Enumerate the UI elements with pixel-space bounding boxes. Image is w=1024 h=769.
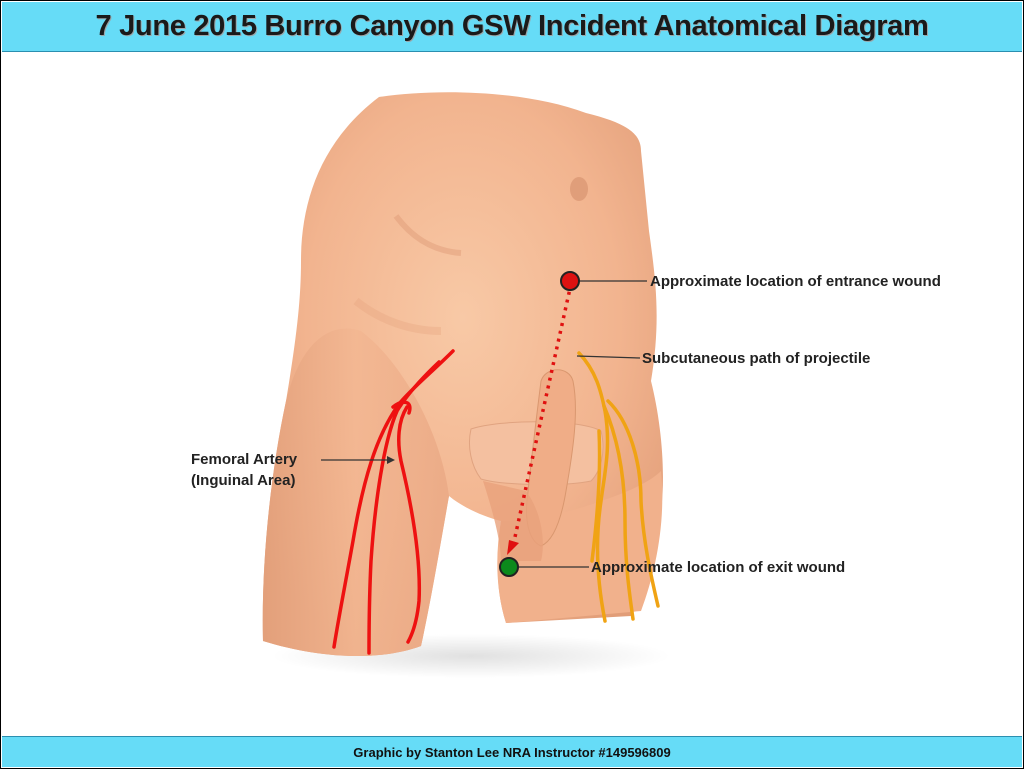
femoral-artery-label: Femoral Artery (Inguinal Area): [191, 449, 297, 491]
femoral-artery-lines: [332, 349, 455, 655]
title-banner: 7 June 2015 Burro Canyon GSW Incident An…: [2, 2, 1022, 52]
anatomical-figure: [262, 92, 671, 678]
green-dot-icon: [499, 557, 519, 577]
mannequin-body: [262, 92, 671, 678]
red-dot-icon: [560, 271, 580, 291]
vein-lines: [577, 351, 660, 623]
projectile-path: [507, 283, 573, 555]
femoral-artery-label-line2: (Inguinal Area): [191, 472, 296, 489]
exit-wound-label: Approximate location of exit wound: [591, 559, 846, 576]
entrance-wound-label: Approximate location of entrance wound: [650, 273, 941, 290]
page-title: 7 June 2015 Burro Canyon GSW Incident An…: [95, 10, 929, 42]
femoral-artery-label-line1: Femoral Artery: [191, 451, 298, 468]
footer-credit: Graphic by Stanton Lee NRA Instructor #1…: [353, 744, 671, 760]
footer-banner: Graphic by Stanton Lee NRA Instructor #1…: [2, 736, 1022, 767]
artery-arrowhead: [387, 456, 395, 464]
projectile-path-label: Subcutaneous path of projectile: [642, 350, 871, 367]
leader-lines: [321, 280, 647, 568]
